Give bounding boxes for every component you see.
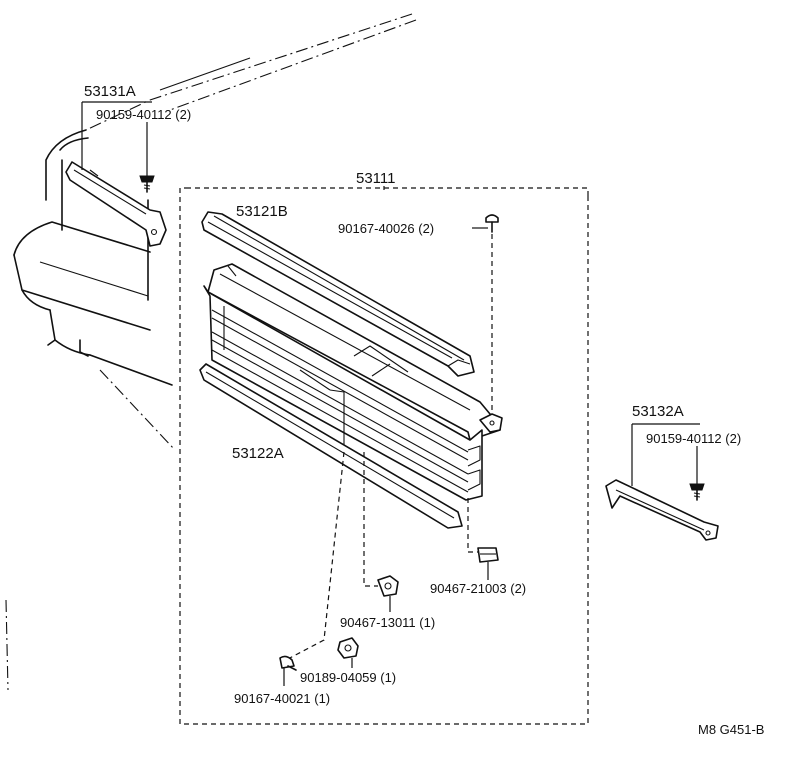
dashed-nut (285, 451, 345, 661)
label-upper-moulding: 53121B (236, 203, 288, 220)
label-lower-moulding: 53122A (232, 445, 284, 462)
label-bracket-right-screw: 90159-40112 (2) (646, 431, 741, 446)
assembly-box (179, 187, 589, 725)
grille-body (203, 263, 503, 501)
lower-screw-icon (279, 655, 297, 671)
label-clip-center: 90467-13011 (1) (340, 615, 435, 630)
clip-right-icon (477, 547, 499, 563)
dashed-clip-right (467, 498, 478, 553)
label-clip-right: 90467-21003 (2) (430, 581, 526, 596)
screw-right-icon (689, 483, 705, 501)
upper-screw-icon (485, 214, 499, 233)
label-nut: 90189-04059 (1) (300, 670, 396, 685)
upper-moulding (201, 211, 475, 377)
lower-moulding (199, 363, 463, 529)
label-bracket-left-screw: 90159-40112 (2) (96, 107, 191, 122)
label-bracket-left: 53131A (84, 83, 136, 100)
bracket-left (65, 161, 167, 247)
label-lower-screw: 90167-40021 (1) (234, 691, 330, 706)
label-grille-assembly: 53111 (356, 170, 396, 187)
clip-center-icon (377, 575, 399, 597)
label-bracket-right: 53132A (632, 403, 684, 420)
figure-code: M8 G451-B (698, 722, 764, 737)
bracket-right (605, 479, 719, 541)
screw-left-icon (139, 175, 155, 193)
label-upper-screw: 90167-40026 (2) (338, 221, 434, 236)
nut-icon (337, 637, 359, 659)
car-body-outline (5, 13, 417, 691)
